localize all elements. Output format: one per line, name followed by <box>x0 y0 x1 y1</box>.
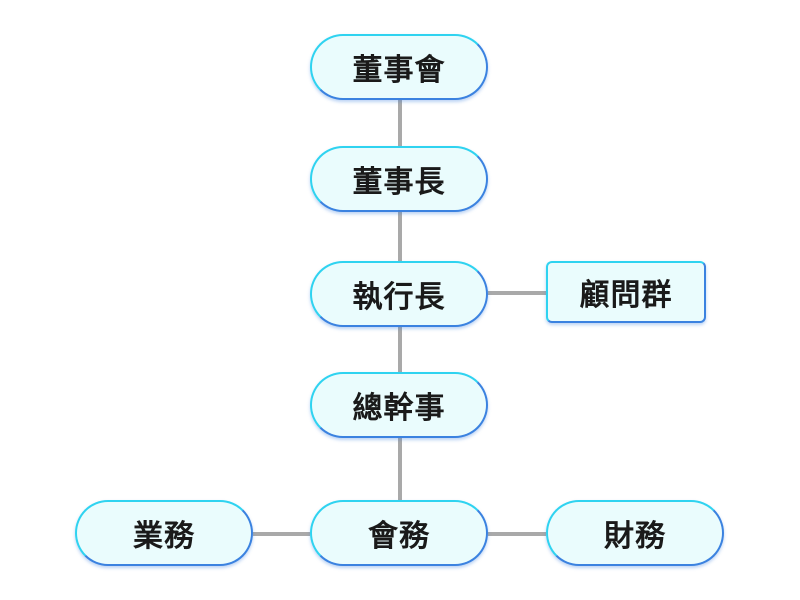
node-board-label: 董事會 <box>352 53 446 88</box>
node-board: 董事會 <box>310 34 488 100</box>
node-administration-label: 會務 <box>368 519 430 554</box>
node-finance-label: 財務 <box>604 519 666 554</box>
node-finance: 財務 <box>546 500 724 566</box>
node-business: 業務 <box>75 500 253 566</box>
node-general-secretary-label: 總幹事 <box>352 391 446 426</box>
node-advisors: 顧問群 <box>546 261 706 323</box>
node-chairman-label: 董事長 <box>352 165 446 200</box>
node-administration: 會務 <box>310 500 488 566</box>
node-chairman: 董事長 <box>310 146 488 212</box>
node-advisors-label: 顧問群 <box>579 278 673 313</box>
node-ceo: 執行長 <box>310 261 488 327</box>
node-general-secretary: 總幹事 <box>310 372 488 438</box>
node-ceo-label: 執行長 <box>352 280 446 315</box>
node-business-label: 業務 <box>133 519 195 554</box>
